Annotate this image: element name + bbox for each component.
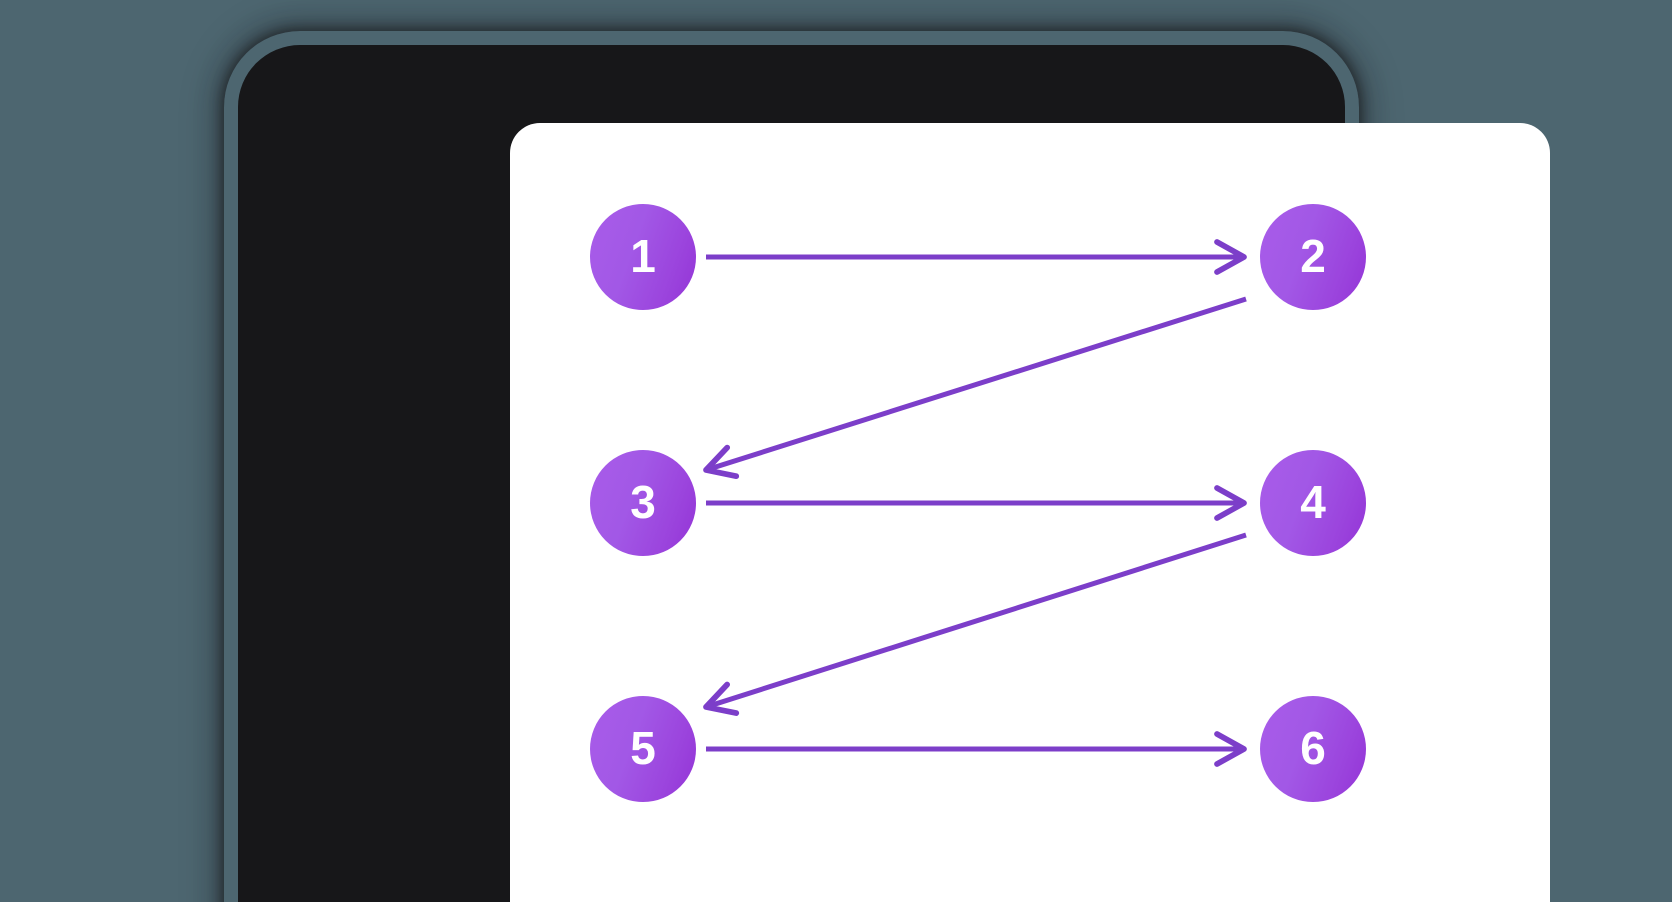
device-screen: 1 2 3 4 5 6 <box>510 123 1550 902</box>
node-2-label: 2 <box>1300 230 1326 282</box>
edge-4-to-5 <box>703 532 1247 716</box>
edge-layer <box>703 239 1247 767</box>
node-4-label: 4 <box>1300 476 1326 528</box>
node-3-label: 3 <box>630 476 656 528</box>
node-5[interactable]: 5 <box>590 696 696 802</box>
node-1[interactable]: 1 <box>590 204 696 310</box>
node-4[interactable]: 4 <box>1260 450 1366 556</box>
edge-2-to-3 <box>703 296 1247 479</box>
device-bezel: 1 2 3 4 5 6 <box>238 45 1550 902</box>
node-2[interactable]: 2 <box>1260 204 1366 310</box>
node-6-label: 6 <box>1300 722 1326 774</box>
node-3[interactable]: 3 <box>590 450 696 556</box>
node-5-label: 5 <box>630 722 656 774</box>
node-1-label: 1 <box>630 230 656 282</box>
node-6[interactable]: 6 <box>1260 696 1366 802</box>
node-flow-diagram: 1 2 3 4 5 6 <box>510 123 1550 902</box>
